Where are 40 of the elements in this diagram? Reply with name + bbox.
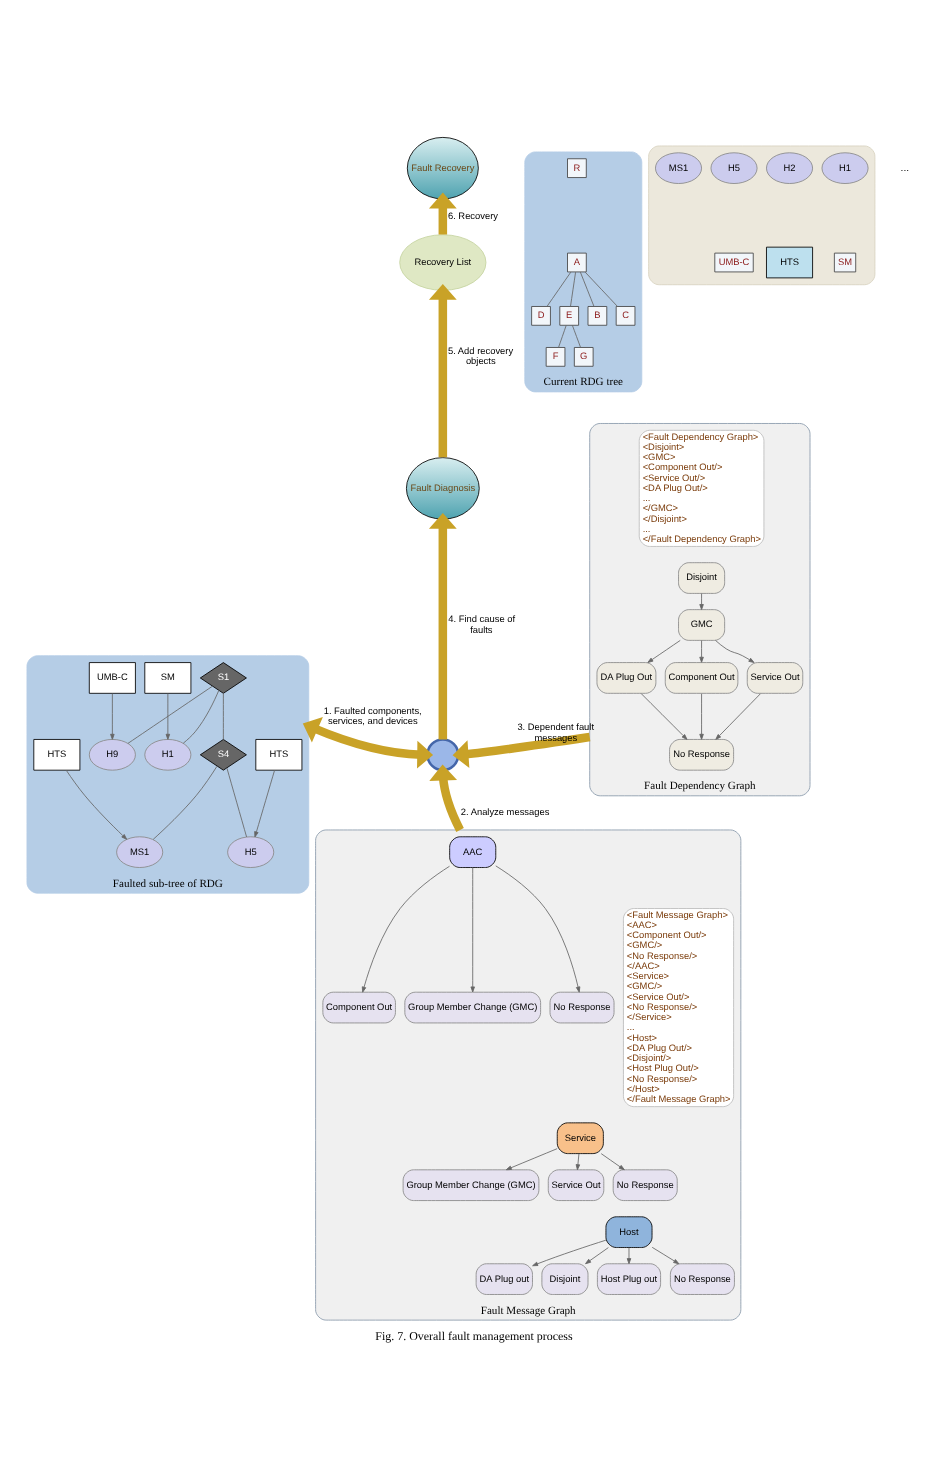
arrow [699,592,704,610]
arrow [575,1152,581,1170]
arrow [647,639,681,662]
connector [572,324,581,347]
arrow [361,864,450,992]
arrow [715,692,761,739]
arrow [165,692,171,739]
node-magnifier [426,737,460,771]
arrow [65,768,128,839]
cluster [648,144,876,285]
arrow [428,511,457,739]
arrow [505,1147,558,1170]
connector [222,692,224,739]
arrow [428,191,457,234]
arrow [429,763,464,831]
connector [558,324,567,347]
arrow [699,692,704,739]
arrow [302,716,434,768]
arrow [254,768,276,837]
connector [570,270,576,306]
arrow [532,1238,607,1266]
connector [182,688,220,743]
connector [226,766,247,837]
arrow [626,1246,632,1264]
connector [546,270,572,306]
arrow [640,692,688,739]
arrow [495,864,581,992]
arrow [651,1245,680,1264]
arrow [428,282,457,457]
arrow [715,639,755,662]
arrow [110,692,115,739]
connector [579,270,595,306]
arrow [470,866,475,992]
arrow [452,731,591,768]
arrow [600,1152,625,1170]
arrow [585,1246,609,1264]
connector [127,684,213,743]
arrow [699,639,704,662]
connector [584,270,618,306]
connector [152,764,218,839]
